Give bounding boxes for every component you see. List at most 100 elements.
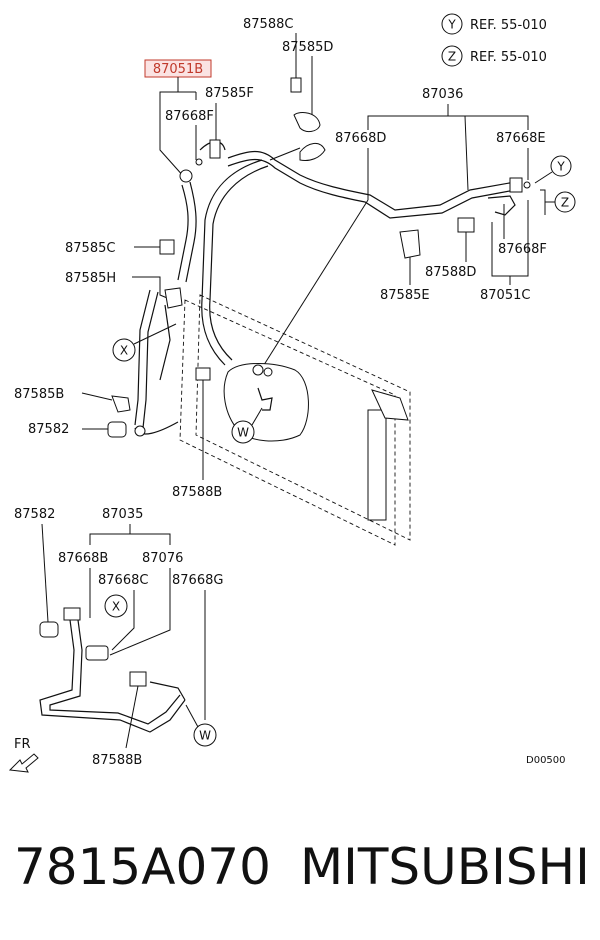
label-87668B[interactable]: 87668B (58, 551, 108, 566)
label-87582-mid[interactable]: 87582 (28, 422, 69, 437)
pipe-upper-b (227, 158, 516, 219)
marker-x-mid[interactable]: X (112, 338, 136, 362)
pipe-liquid-b (142, 291, 159, 429)
label-87668F-right[interactable]: 87668F (498, 242, 547, 257)
condenser-outline-back (195, 294, 411, 541)
marker-x-mid-letter: X (120, 344, 128, 358)
diagram-code: D00500 (526, 755, 566, 766)
nut-87582-bot (39, 621, 59, 638)
pipe-liquid-c (159, 304, 171, 381)
fitting-bottom-left (63, 607, 81, 621)
bolt-87588B-bot (129, 671, 147, 687)
label-87585H[interactable]: 87585H (65, 271, 116, 286)
leader-87036-b (464, 115, 469, 191)
compressor-port-a (252, 364, 264, 376)
leader-87585B (81, 392, 113, 401)
clip-87585B (111, 395, 131, 413)
label-87668D[interactable]: 87668D (335, 131, 386, 146)
bolt-87588D (457, 217, 475, 233)
pipe-junction (269, 147, 301, 161)
bolt-87588C-top (290, 77, 302, 93)
leader-z-right (540, 189, 555, 203)
bracket-87035 (89, 533, 171, 545)
marker-w-bot-letter: W (199, 729, 211, 743)
pipe-down-a (201, 159, 263, 366)
pipe-left-a (177, 184, 189, 281)
label-87668F-top[interactable]: 87668F (165, 109, 214, 124)
oring-87668E (523, 181, 531, 189)
label-87036[interactable]: 87036 (422, 87, 463, 102)
ref-note-z-letter: Z (448, 50, 456, 64)
marker-w-mid-letter: W (237, 426, 249, 440)
marker-y-right[interactable]: Y (550, 155, 572, 177)
parts-diagram: Y REF. 55-010 Z REF. 55-010 87051B 87588… (8, 13, 576, 773)
label-87588B-mid[interactable]: 87588B (172, 485, 222, 500)
clamp-87585D (293, 112, 321, 133)
leader-87051B-a (159, 77, 186, 179)
label-87668G[interactable]: 87668G (172, 573, 223, 588)
clip-87585C (159, 239, 175, 255)
label-87585E[interactable]: 87585E (380, 288, 430, 303)
pipe-down-b (209, 165, 269, 361)
leader-y-right (534, 171, 553, 184)
fr-label: FR (14, 737, 31, 752)
label-87585C[interactable]: 87585C (65, 241, 115, 256)
label-87585D[interactable]: 87585D (282, 40, 333, 55)
leader-w-bot (185, 704, 199, 728)
leader-w-mid (251, 407, 263, 426)
ref-note-y-text: REF. 55-010 (470, 18, 547, 33)
leader-87582-bot (41, 523, 49, 623)
pipe-left-b (185, 181, 197, 283)
leader-87668C (111, 590, 135, 651)
marker-x-bot[interactable]: X (104, 594, 128, 618)
marker-z-right[interactable]: Z (554, 191, 576, 213)
compressor-port-b (263, 367, 273, 377)
condenser-bracket-top (371, 389, 409, 421)
fitting-87051B (179, 169, 193, 183)
clip-87585H (164, 287, 183, 309)
fitting-87668E (509, 177, 523, 193)
label-87585B[interactable]: 87585B (14, 387, 64, 402)
leader-87076-b (109, 605, 171, 656)
pipe-right-loop (487, 195, 516, 216)
bracket-87036 (367, 115, 529, 130)
condenser-outline (179, 299, 396, 546)
label-87585F[interactable]: 87585F (205, 86, 254, 101)
label-87035[interactable]: 87035 (102, 507, 143, 522)
leader-87588B-bot (125, 685, 139, 749)
leader-x-mid (133, 323, 177, 345)
ref-note-y-letter: Y (447, 18, 456, 32)
label-87588B-bot[interactable]: 87588B (92, 753, 142, 768)
front-arrow-icon (8, 753, 39, 773)
bolt-87588B-mid (195, 367, 211, 381)
fitting-liquid-end (134, 425, 146, 437)
highlighted-part-label: 87051B (153, 62, 203, 77)
label-87588D[interactable]: 87588D (425, 265, 476, 280)
marker-z-right-letter: Z (561, 196, 569, 210)
brand-name: MITSUBISHI (300, 838, 590, 896)
marker-x-bot-letter: X (112, 600, 120, 614)
ref-note-y: Y REF. 55-010 (441, 13, 547, 35)
label-87668C[interactable]: 87668C (98, 573, 148, 588)
hose-bottom-a (39, 619, 186, 733)
leader-87668D-b (261, 199, 369, 369)
marker-w-mid[interactable]: W (231, 420, 255, 444)
label-87051C[interactable]: 87051C (480, 288, 530, 303)
nut-87582-mid (107, 421, 127, 438)
bracket-87051C (491, 200, 529, 277)
clip-87585E (399, 229, 421, 259)
label-87582-bot[interactable]: 87582 (14, 507, 55, 522)
marker-w-bot[interactable]: W (193, 723, 217, 747)
hose-bottom-b (49, 619, 181, 725)
oring-87668F-top (195, 158, 203, 166)
part-number: 7815A070 (14, 838, 271, 896)
fitting-87668C (85, 645, 109, 661)
label-87076[interactable]: 87076 (142, 551, 183, 566)
receiver-drier (367, 409, 387, 521)
fitting-upper-top (299, 143, 326, 161)
label-87588C-top[interactable]: 87588C (243, 17, 293, 32)
marker-y-right-letter: Y (556, 160, 565, 174)
highlighted-part-87051B[interactable]: 87051B (144, 59, 212, 78)
label-87668E[interactable]: 87668E (496, 131, 546, 146)
hose-bottom-end (149, 681, 186, 701)
